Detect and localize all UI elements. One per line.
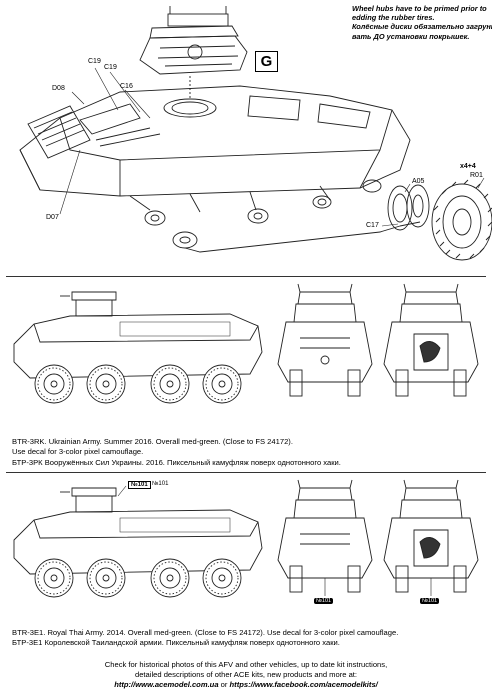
step-label: G — [255, 51, 278, 72]
facebook-link[interactable]: https://www.facebook.com/acemodelkits/ — [229, 679, 378, 689]
variant-1-drawings — [13, 283, 479, 404]
decal-callout-side: №101 — [152, 481, 169, 487]
variant-2-drawings — [13, 479, 479, 598]
section-divider — [6, 472, 486, 473]
leader-lines — [59, 67, 485, 227]
front-view — [277, 283, 373, 397]
caption-line: BTR-3E1. Royal Thai Army. 2014. Overall … — [12, 628, 399, 637]
part-label-r01: R01 — [470, 172, 483, 179]
decal-callout-front: №101 — [314, 598, 334, 604]
caption-line: Use decal for 3-color pixel camouflage. — [12, 447, 144, 457]
footer: Check for historical photos of this AFV … — [0, 660, 492, 689]
part-label-a05: A05 — [412, 178, 425, 185]
website-link[interactable]: http://www.acemodel.com.ua — [114, 679, 219, 689]
note-line: Колёсные диски обязательно загрунто- — [352, 22, 492, 32]
part-label-c17: C17 — [366, 222, 379, 229]
variant-1-caption: BTR-3RK. Ukrainian Army. Summer 2016. Ov… — [12, 437, 341, 468]
hull-assembly-drawing — [19, 6, 492, 261]
footer-or: or — [218, 679, 230, 689]
variant-2-caption: BTR-3E1. Royal Thai Army. 2014. Overall … — [12, 628, 398, 649]
caption-line: БТР-3РК Вооружённых Сил Украины. 2016. П… — [12, 457, 341, 467]
part-label-c19: C19 — [88, 58, 101, 65]
footer-line: detailed descriptions of other ACE kits,… — [134, 669, 358, 679]
part-label-c16: C16 — [120, 83, 133, 90]
caption-line: BTR-3RK. Ukrainian Army. Summer 2016. Ov… — [12, 437, 293, 446]
note-line: Wheel hubs have to be primed prior to — [352, 4, 487, 13]
note-line: вать ДО установки покрышек. — [352, 31, 470, 41]
footer-links: http://www.acemodel.com.ua or https://ww… — [0, 680, 492, 690]
turret-drawing — [139, 6, 248, 75]
caption-line: БТР-3Е1 Королевской Таиландской армии. П… — [12, 638, 340, 648]
part-label-c19: C19 — [104, 64, 117, 71]
wheel-parts — [387, 179, 492, 261]
side-view — [13, 485, 263, 598]
footer-line: Check for historical photos of this AFV … — [104, 660, 388, 669]
quantity-label: x4+4 — [460, 163, 476, 170]
suspension — [129, 179, 421, 253]
priming-note: Wheel hubs have to be primed prior to ed… — [352, 4, 492, 41]
part-label-d08: D08 — [52, 85, 65, 92]
hull-body — [19, 85, 411, 197]
note-line: edding the rubber tires. — [352, 13, 435, 23]
decal-callout-rear: №101 — [420, 598, 440, 604]
decal-callout-turret: №101 — [128, 481, 151, 489]
rear-view — [383, 479, 479, 596]
front-view — [277, 479, 373, 596]
section-divider — [6, 276, 486, 277]
part-label-d07: D07 — [46, 214, 59, 221]
side-view — [13, 291, 263, 404]
rear-view — [383, 283, 479, 397]
